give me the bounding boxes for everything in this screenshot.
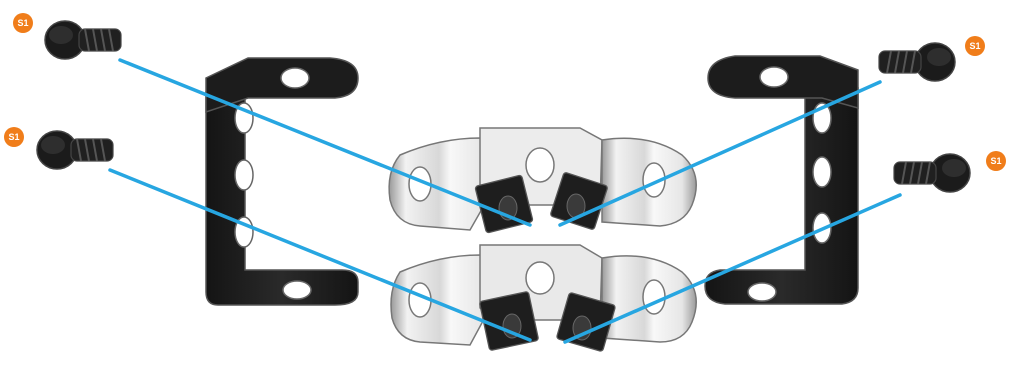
lower-silver-bracket-icon xyxy=(390,244,697,346)
square-nut-icon xyxy=(479,291,539,351)
square-nut-icon xyxy=(556,292,616,352)
badge-label: S1 xyxy=(969,41,980,51)
s1-badge: S1 xyxy=(965,36,985,56)
s1-badge: S1 xyxy=(13,13,33,33)
badge-label: S1 xyxy=(990,156,1001,166)
left-angle-bracket-icon xyxy=(205,57,359,306)
screw-icon xyxy=(44,20,122,60)
upper-silver-bracket-icon xyxy=(388,127,697,231)
guide-line xyxy=(118,58,532,227)
screw-icon xyxy=(36,130,114,170)
s1-badge: S1 xyxy=(986,151,1006,171)
badge-label: S1 xyxy=(8,132,19,142)
square-nut-icon xyxy=(550,172,608,230)
badge-label: S1 xyxy=(17,18,28,28)
screw-icon xyxy=(878,42,956,82)
guide-line xyxy=(563,193,902,344)
guide-lines xyxy=(108,58,902,344)
screw-icon xyxy=(893,153,971,193)
guide-line xyxy=(558,80,882,227)
square-nut-icon xyxy=(474,174,534,234)
guide-line xyxy=(108,168,532,342)
s1-badge: S1 xyxy=(4,127,24,147)
right-angle-bracket-icon xyxy=(704,55,859,305)
